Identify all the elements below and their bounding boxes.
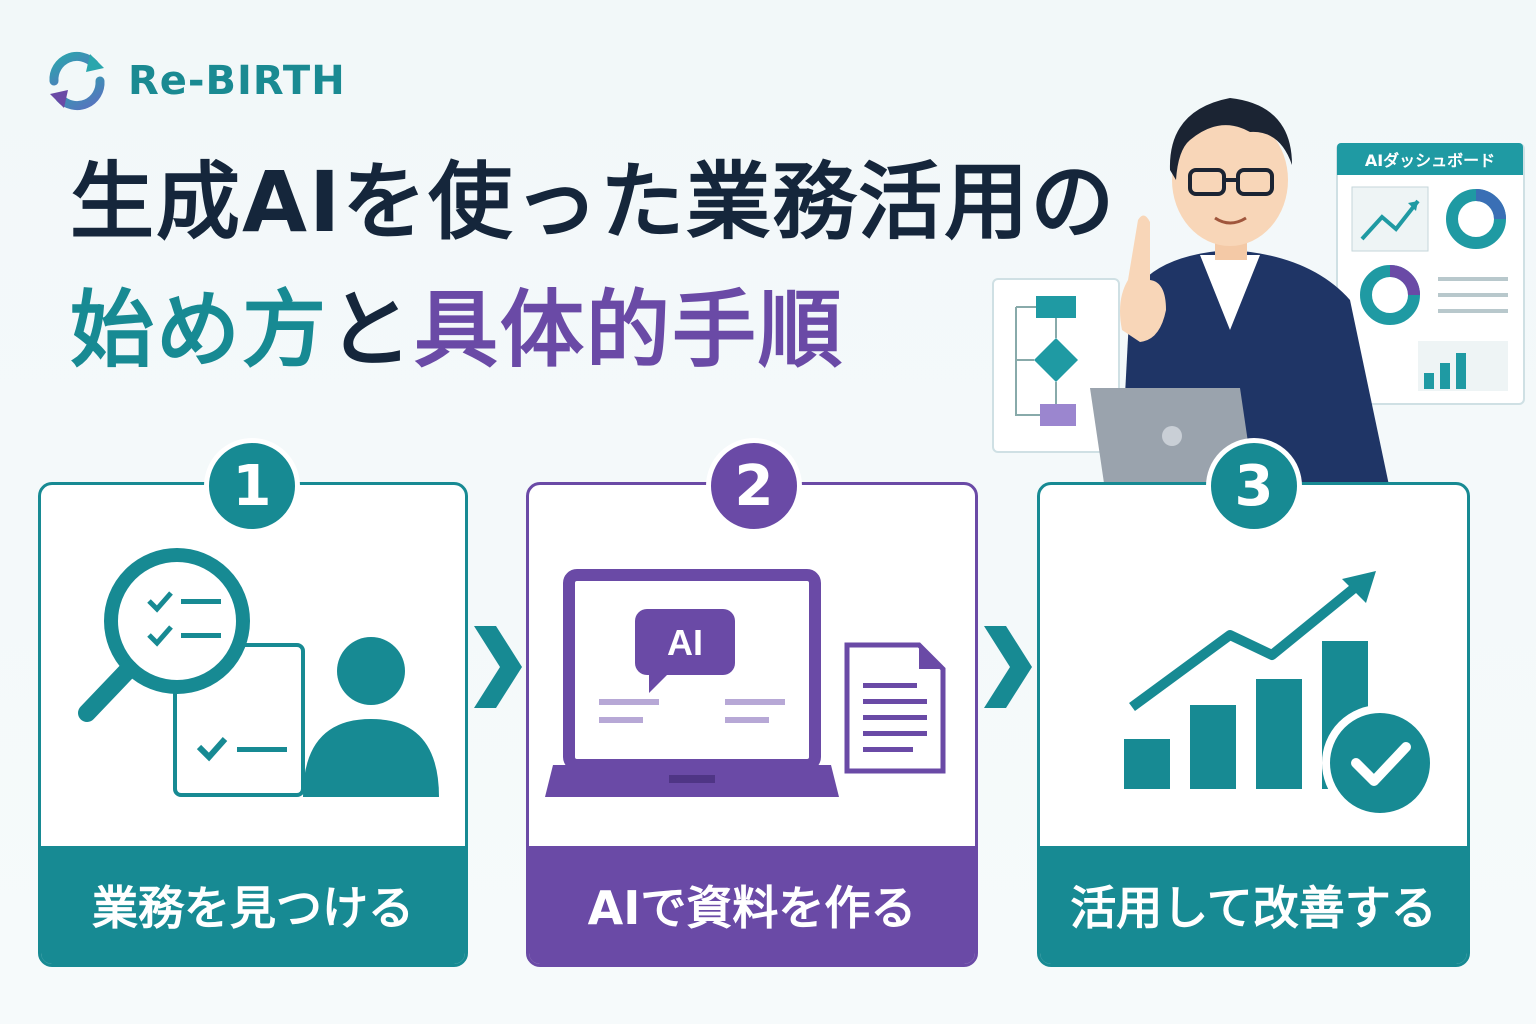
- step-label-1: 業務を見つける: [41, 846, 465, 964]
- refresh-cycle-icon: [49, 51, 105, 111]
- step-card-1: 業務を見つける: [38, 482, 468, 967]
- headline-highlight-2: 具体的手順: [414, 281, 845, 379]
- brand-name: Re-BIRTH: [128, 58, 346, 104]
- step-label-2: AIで資料を作る: [529, 846, 975, 964]
- headline-highlight-1: 始め方: [70, 281, 329, 379]
- step-label-3: 活用して改善する: [1040, 846, 1467, 964]
- magnifier-checklist-person-icon: [78, 548, 439, 797]
- headline-line-2: 始め方と具体的手順: [70, 288, 844, 372]
- flowchart-icon: [1015, 296, 1078, 426]
- headline-line-1: 生成AIを使った業務活用の: [70, 153, 1117, 251]
- brand-logo: Re-BIRTH: [44, 48, 346, 114]
- dashboard-title: AIダッシュボード: [1337, 143, 1523, 175]
- laptop-ai-document-icon: AI: [545, 569, 946, 797]
- step-number-2: 2: [706, 438, 802, 534]
- dashboard-charts-icon: [1351, 186, 1508, 391]
- laptop-screen-label: AI: [667, 622, 703, 663]
- step-card-3: 活用して改善する: [1037, 482, 1470, 967]
- presenter-illustration: [1090, 98, 1390, 490]
- chevron-right-icon: [984, 626, 1032, 708]
- growth-chart-check-icon: [1124, 571, 1438, 821]
- chevron-right-icon: [474, 626, 522, 708]
- step-number-1: 1: [204, 438, 300, 534]
- headline-connector: と: [328, 281, 415, 379]
- step-card-2: AI AIで資料を作る: [526, 482, 978, 967]
- dashboard-panel: [1336, 143, 1525, 405]
- step-number-3: 3: [1206, 438, 1302, 534]
